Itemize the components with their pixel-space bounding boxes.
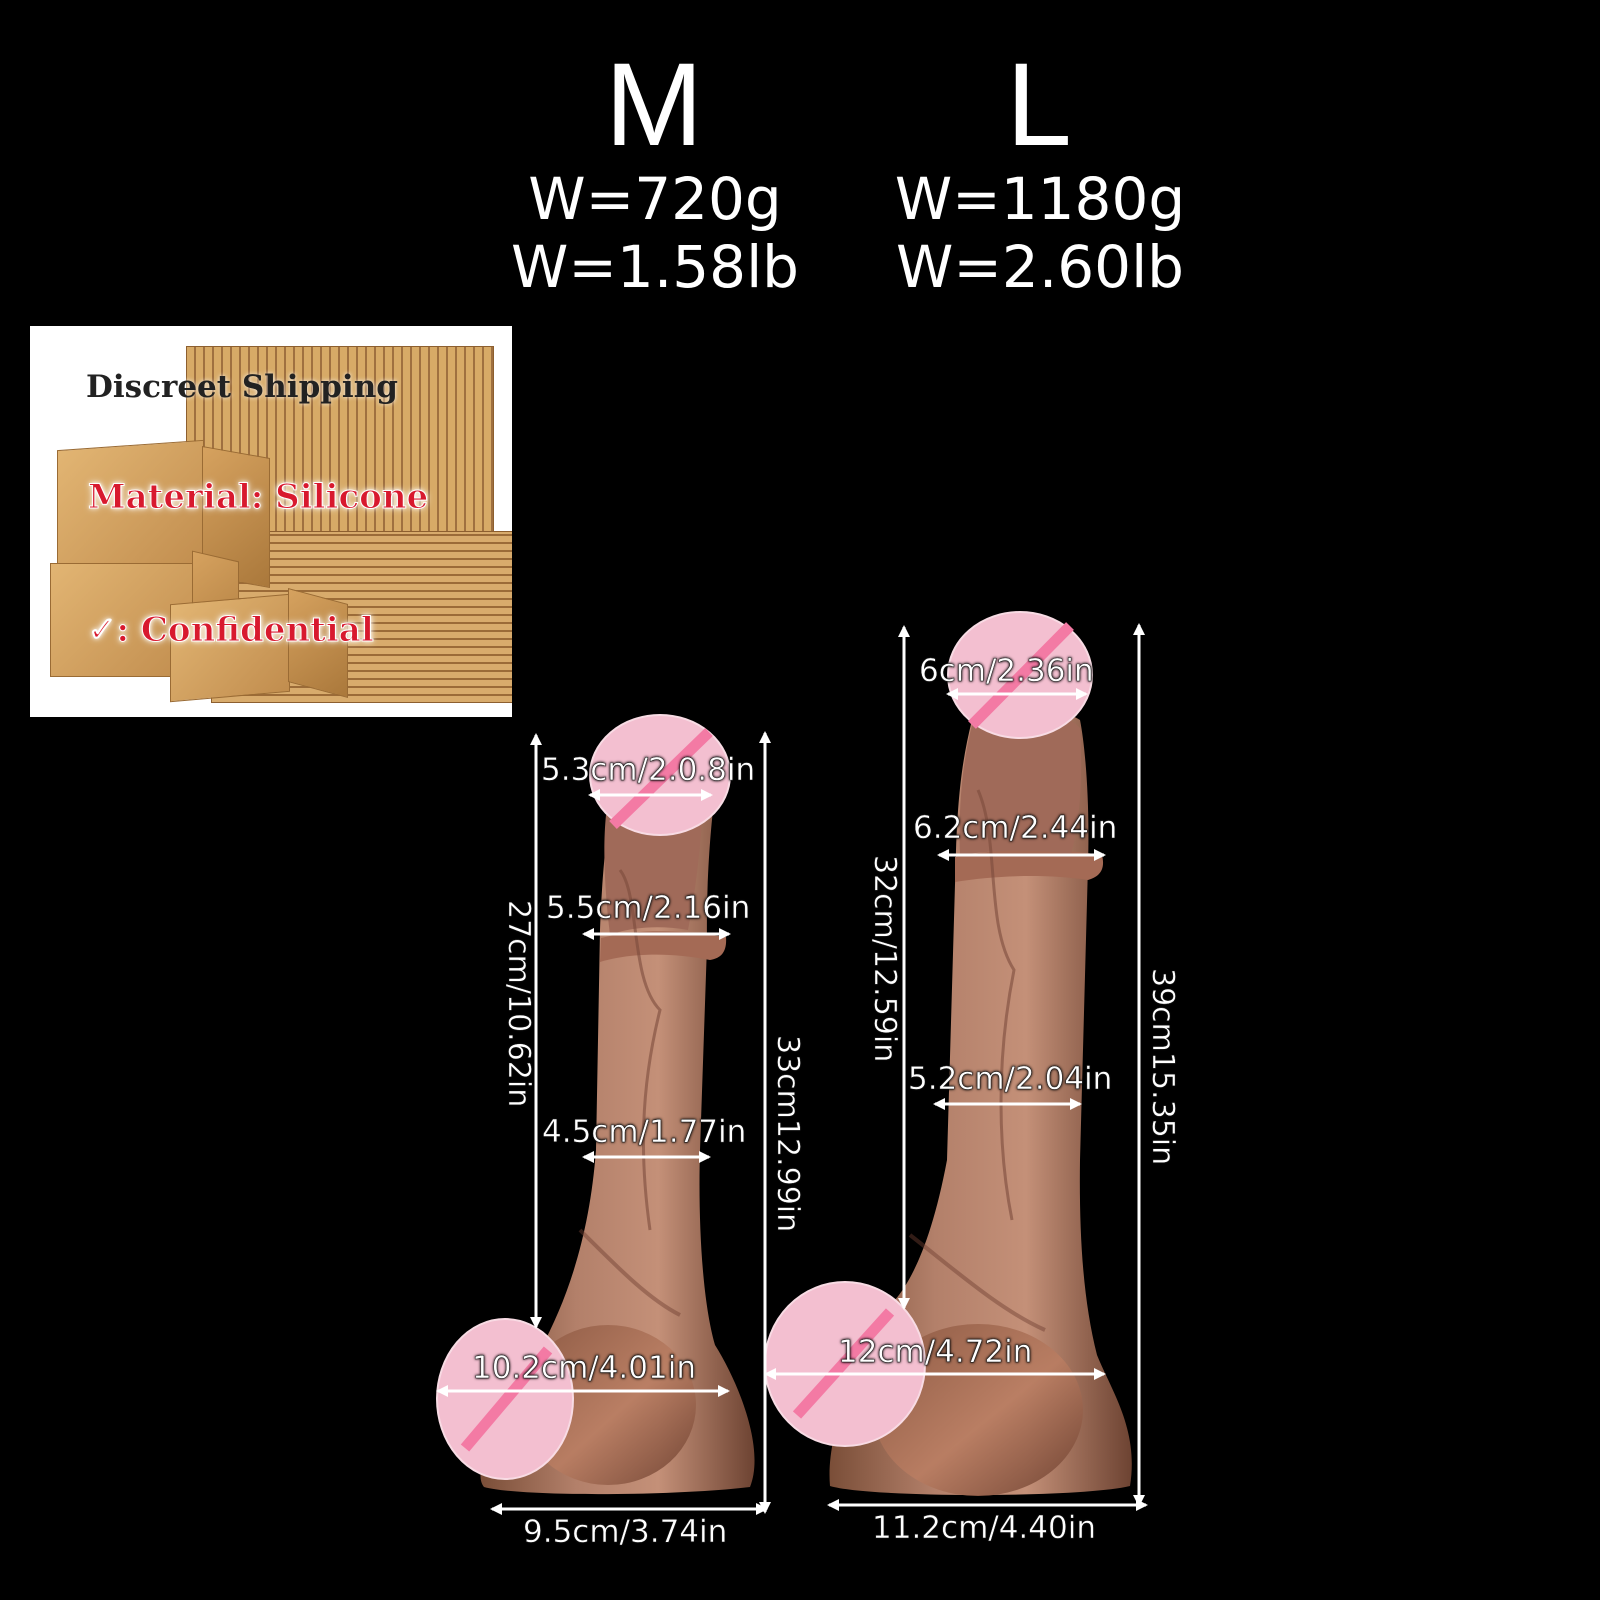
- size-l-base-measurement: 12cm/4.72in: [838, 1334, 1033, 1370]
- size-l-total-length-measurement: 39cm15.35in: [1145, 968, 1180, 1166]
- size-l-middle-measurement: 5.2cm/2.04in: [908, 1061, 1113, 1097]
- size-l-weight-pounds: W=2.60lb: [895, 233, 1185, 301]
- discreet-shipping-heading: Discreet Shipping: [86, 369, 398, 405]
- size-m-product-image: [436, 714, 755, 1495]
- size-l-insertable-length-measurement: 32cm/12.59in: [867, 855, 902, 1063]
- size-m-weight-grams: W=720g: [528, 165, 782, 233]
- measurement-arrows: [436, 623, 1148, 1515]
- size-m-label: M: [604, 39, 706, 171]
- size-m-insertable-length-measurement: 27cm/10.62in: [501, 900, 536, 1108]
- size-l-label: L: [1006, 39, 1074, 171]
- size-l-header: L W=1180g W=2.60lb: [880, 45, 1200, 301]
- size-l-upper-measurement: 6.2cm/2.44in: [913, 810, 1118, 846]
- size-m-tip-measurement: 5.3cm/2.0.8in: [541, 752, 756, 788]
- size-m-upper-measurement: 5.5cm/2.16in: [546, 890, 751, 926]
- confidential-label: ✓: Confidential: [88, 610, 375, 651]
- size-l-tip-measurement: 6cm/2.36in: [919, 653, 1094, 689]
- size-m-weight-pounds: W=1.58lb: [510, 233, 800, 301]
- size-m-foot-measurement: 9.5cm/3.74in: [523, 1514, 728, 1550]
- size-l-weight-grams: W=1180g: [894, 165, 1186, 233]
- size-m-middle-measurement: 4.5cm/1.77in: [542, 1114, 747, 1150]
- size-m-header: M W=720g W=1.58lb: [495, 45, 815, 301]
- size-l-foot-measurement: 11.2cm/4.40in: [872, 1510, 1096, 1546]
- size-m-total-length-measurement: 33cm12.99in: [770, 1035, 805, 1233]
- size-m-base-measurement: 10.2cm/4.01in: [472, 1350, 696, 1386]
- discreet-shipping-panel: Discreet Shipping Material: Silicone ✓: …: [30, 326, 512, 717]
- material-label: Material: Silicone: [87, 477, 429, 518]
